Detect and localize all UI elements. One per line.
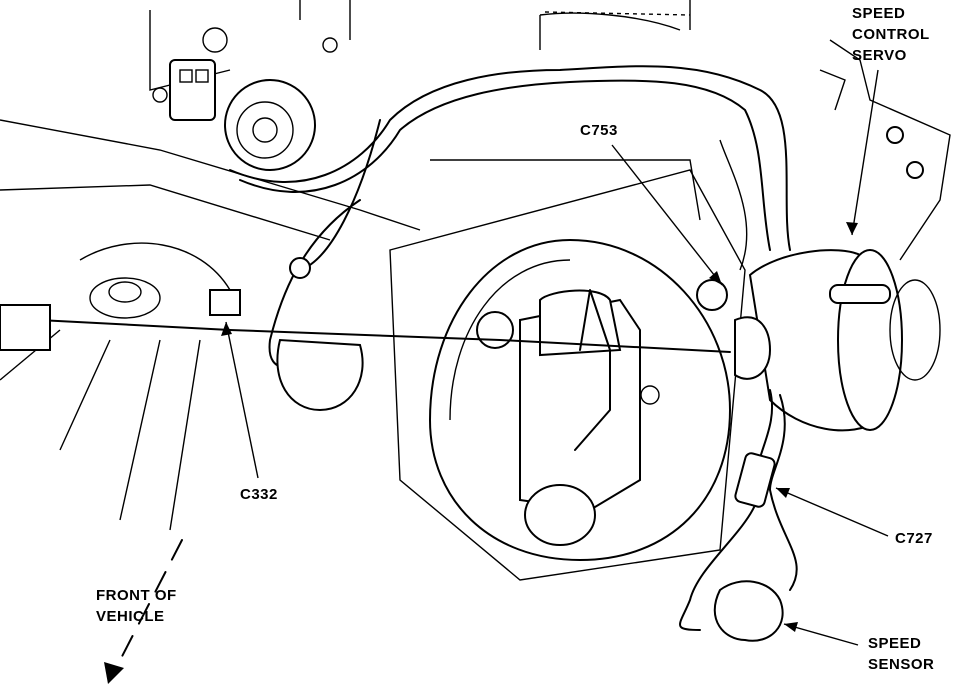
c753-label: C753	[580, 122, 618, 139]
label-line: SENSOR	[868, 656, 935, 673]
wiring-harness	[229, 11, 791, 369]
label-line: SPEED	[852, 5, 906, 22]
master-cylinder	[476, 289, 660, 546]
c727-label: C727	[895, 530, 933, 547]
front-of-vehicle-label: FRONT OF VEHICLE	[96, 585, 177, 627]
label-line: VEHICLE	[96, 608, 165, 625]
speed-control-servo	[696, 126, 941, 432]
speed-sensor-label: SPEED SENSOR	[868, 633, 934, 675]
c332-label: C332	[240, 486, 278, 503]
blower-motor	[152, 27, 338, 171]
label-line: SPEED	[868, 635, 922, 652]
label-line: CONTROL	[852, 26, 930, 43]
body-panel-lines	[0, 0, 951, 531]
speed-control-servo-label: SPEED CONTROL SERVO	[852, 3, 930, 66]
speed-control-cable	[0, 257, 731, 412]
speed-sensor-assembly	[679, 389, 798, 642]
label-line: FRONT OF	[96, 587, 177, 604]
leader-lines	[104, 69, 889, 684]
label-line: SERVO	[852, 47, 907, 64]
